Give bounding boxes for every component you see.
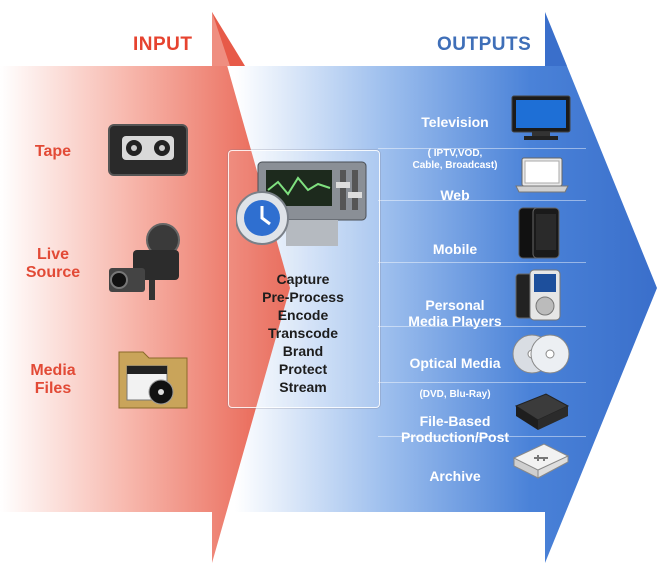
output-mobile: Mobile [395, 223, 515, 275]
separator [378, 262, 586, 263]
input-label-tape: Tape [34, 143, 72, 160]
cassette-tape-icon [108, 124, 188, 176]
encoder-device-icon [236, 161, 367, 246]
output-television: Television ( IPTV,VOD, Cable, Broadcast) [395, 96, 515, 190]
outputs-header: OUTPUTS [437, 34, 532, 55]
step-pre-process: Pre-Process [262, 289, 344, 305]
input-label-live-source: Live Source [25, 246, 81, 281]
media-folder-icon [118, 351, 188, 409]
separator [378, 326, 586, 327]
optical-disc-icon [512, 334, 570, 374]
media-player-icon [515, 269, 561, 321]
separator [378, 200, 586, 201]
step-encode: Encode [277, 307, 329, 323]
step-capture: Capture [276, 271, 330, 287]
output-archive: Archive [395, 450, 515, 502]
input-label-media-files: Media Files [30, 362, 76, 397]
hard-drive-icon [514, 393, 570, 430]
step-stream: Stream [279, 379, 327, 395]
smartphone-icon [518, 207, 560, 259]
output-title-archive: Archive [429, 468, 481, 484]
output-title-file-based: File-Based Production/Post [400, 413, 510, 445]
output-title-mobile: Mobile [432, 241, 478, 257]
output-media-players: Personal Media Players [395, 279, 515, 347]
step-transcode: Transcode [267, 325, 339, 341]
input-arrow-tip-shade [212, 12, 230, 66]
output-title-web: Web [440, 187, 470, 203]
television-icon [511, 95, 571, 140]
step-brand: Brand [282, 343, 324, 359]
output-sub-television: ( IPTV,VOD, Cable, Broadcast) [412, 148, 498, 171]
output-title-television: Television [421, 114, 489, 130]
separator [378, 436, 586, 437]
output-web: Web [395, 169, 515, 221]
output-arrow [235, 12, 657, 563]
output-arrow-tip-top [545, 12, 567, 66]
output-sub-optical-media: (DVD, Blu-Ray) [419, 389, 491, 400]
video-camera-icon [109, 223, 180, 300]
output-file-based: File-Based Production/Post [395, 395, 515, 463]
output-title-optical-media: Optical Media [409, 355, 501, 371]
separator [378, 148, 586, 149]
laptop-icon [515, 157, 569, 193]
output-optical-media: Optical Media (DVD, Blu-Ray) [395, 337, 515, 419]
separator [378, 382, 586, 383]
step-protect: Protect [278, 361, 328, 377]
process-steps: Capture Pre-Process Encode Transcode Bra… [228, 270, 378, 396]
input-header: INPUT [133, 34, 193, 55]
usb-storage-icon [512, 443, 570, 479]
output-title-media-players: Personal Media Players [408, 297, 502, 329]
